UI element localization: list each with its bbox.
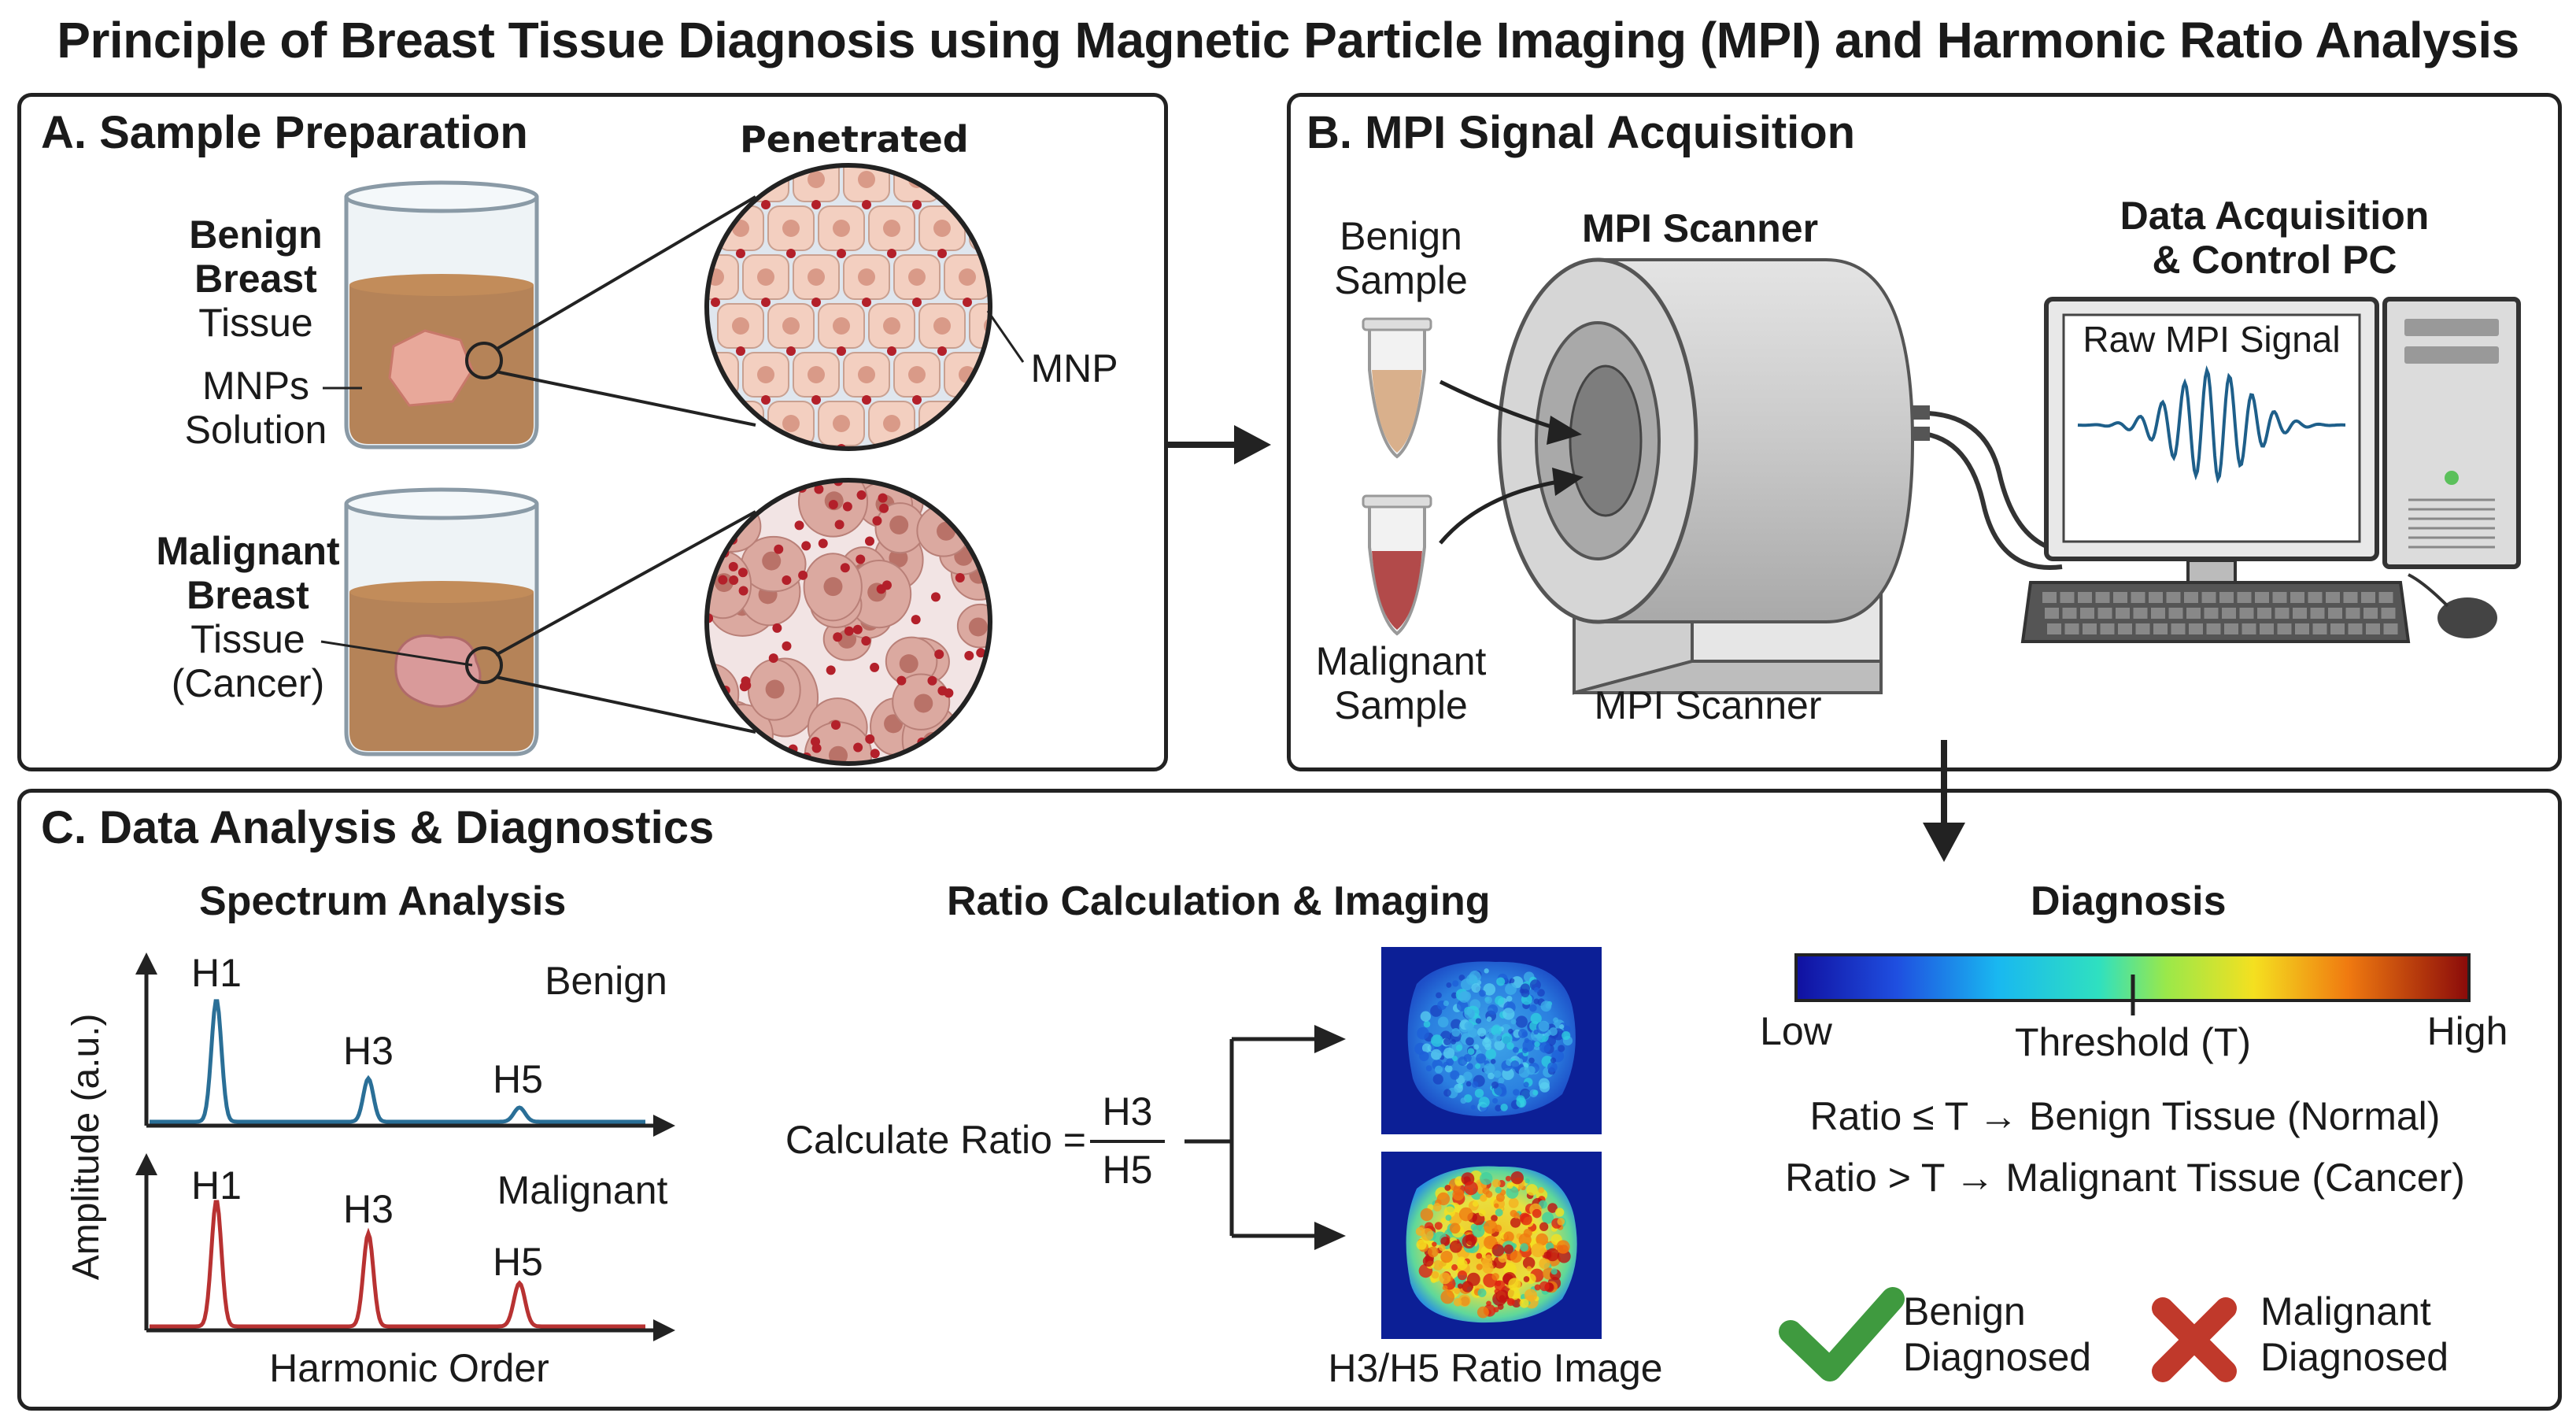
scanner-bottom-label: MPI Scanner [1594,683,1822,727]
malignant-spectrum-curve [150,1200,645,1329]
penetrated-label: Penetrated [740,118,969,161]
malignant-tissue-label-3: Tissue [190,617,305,661]
colorbar-low-label: Low [1760,1009,1832,1053]
benign-diagnosed-label-1: Benign [1903,1289,2026,1333]
page-title: Principle of Breast Tissue Diagnosis usi… [57,12,2519,68]
mnps-label-2: Solution [184,408,327,452]
malignant-beaker-icon [344,487,539,756]
mnps-label-1: MNPs [201,364,310,408]
ratio-denominator: H5 [1102,1148,1153,1192]
benign-sample-label-1: Benign [1340,214,1462,258]
panel-a-title: A. Sample Preparation [41,107,528,158]
arrow-b-to-c-icon [1923,740,1965,862]
malignant-h5-label: H5 [493,1240,543,1284]
benign-sample-label-2: Sample [1334,258,1468,302]
spectrum-axes [135,952,675,1341]
malignant-spectrum-label: Malignant [497,1168,668,1212]
panel-data-analysis [17,789,2562,1411]
pc-label-2: & Control PC [2152,238,2397,282]
diagnosis-title: Diagnosis [2031,878,2227,924]
colorbar-threshold-label: Threshold (T) [2014,1020,2252,1064]
mnp-label: MNP [1030,346,1118,390]
benign-h1-label: H1 [191,951,242,995]
diagnosis-rule-benign: Ratio ≤ T → Benign Tissue (Normal) [1809,1094,2441,1138]
diagnosis-rule-malignant: Ratio > T → Malignant Tissue (Cancer) [1785,1156,2465,1200]
scanner-top-label: MPI Scanner [1581,206,1819,250]
benign-h3-label: H3 [343,1029,394,1073]
benign-diagnosed-label-2: Diagnosed [1903,1335,2092,1379]
malignant-tissue-label-1: Malignant [156,529,340,573]
spectrum-analysis-title: Spectrum Analysis [199,878,567,924]
benign-beaker-icon [344,180,539,449]
calculate-ratio-label: Calculate Ratio = [785,1118,1086,1162]
benign-sample-tube-icon [1362,317,1432,459]
malignant-tissue-zoom [704,478,992,766]
ratio-numerator: H3 [1102,1089,1153,1134]
diagnosis-colorbar [1794,953,2471,1002]
split-arrows-icon [1185,1025,1346,1250]
malignant-sample-label-2: Sample [1334,683,1468,727]
benign-ratio-image [1381,947,1602,1134]
check-icon [1779,1287,1905,1381]
arrow-a-to-b-icon [1165,425,1271,464]
panel-b-title: B. MPI Signal Acquisition [1306,107,1856,158]
malignant-tissue-label-4: (Cancer) [171,661,325,705]
cross-icon [2152,1297,2237,1382]
benign-spectrum-label: Benign [545,959,667,1003]
x-axis-label: Harmonic Order [269,1346,549,1390]
y-axis-label: Amplitude (a.u.) [65,1013,108,1281]
benign-spectrum-curve [150,999,645,1124]
benign-tissue-label-1: Benign [189,213,323,257]
control-pc-icon [2020,297,2521,643]
mpi-scanner-icon [1497,257,1915,695]
malignant-tissue-label-2: Breast [187,573,309,617]
benign-h5-label: H5 [493,1057,543,1101]
malignant-sample-label-1: Malignant [1315,639,1487,683]
raw-signal-label: Raw MPI Signal [2083,319,2341,360]
malignant-h3-label: H3 [343,1187,394,1231]
colorbar-high-label: High [2426,1009,2508,1053]
ratio-image-label: H3/H5 Ratio Image [1328,1346,1663,1390]
malignant-diagnosed-label-1: Malignant [2260,1289,2431,1333]
malignant-sample-tube-icon [1362,494,1432,636]
malignant-ratio-image [1381,1152,1602,1339]
panel-c-title: C. Data Analysis & Diagnostics [41,802,715,853]
malignant-diagnosed-label-2: Diagnosed [2260,1335,2449,1379]
pc-label-1: Data Acquisition [2120,194,2430,238]
ratio-calculation-title: Ratio Calculation & Imaging [947,878,1491,924]
benign-tissue-label-2: Breast [194,257,317,301]
malignant-h1-label: H1 [191,1163,242,1208]
benign-tissue-label-3: Tissue [198,301,313,345]
